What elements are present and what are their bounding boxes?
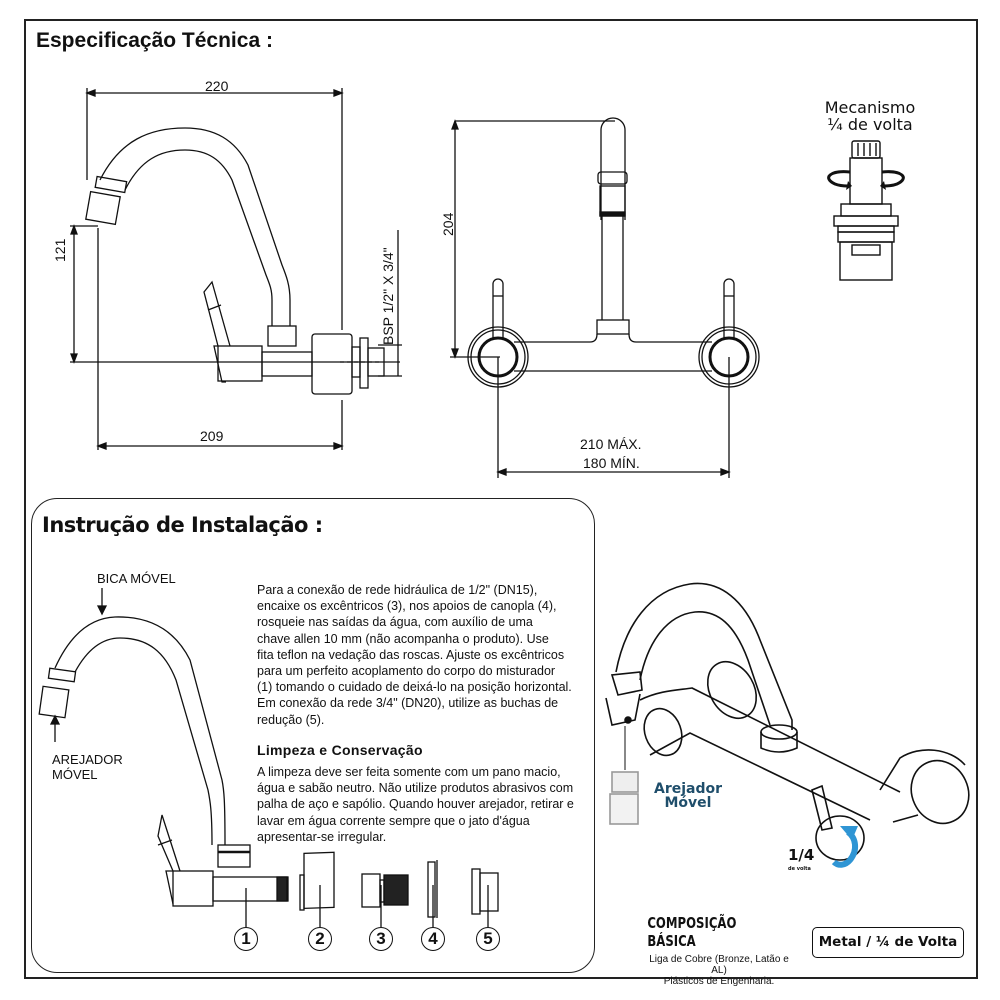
dim-180-min: 180 MÍN. — [583, 455, 640, 471]
instruction-line: Para a conexão de rede hidráulica de 1/2… — [257, 583, 538, 597]
cleaning-line: palha de aço e sapólio. Quando houver ar… — [257, 797, 574, 812]
spout-outer — [615, 582, 793, 730]
rotate-arrow-left-icon — [827, 170, 851, 188]
composition-line1: Liga de Cobre (Bronze, Latão e AL) — [649, 954, 789, 976]
spec-title: Especificação Técnica : — [36, 29, 273, 52]
installation-panel — [31, 498, 595, 973]
aerator-body — [38, 685, 70, 719]
spout-inner — [639, 611, 771, 726]
instruction-line: fita teflon na vedação das roscas. Ajust… — [257, 647, 565, 662]
handle-right — [723, 278, 735, 340]
quarter-sub-label: de volta — [788, 866, 811, 872]
rotate-arrow-right-icon — [881, 170, 905, 188]
body-bottom — [649, 732, 871, 821]
thread — [367, 347, 385, 377]
spout-outer — [54, 616, 226, 846]
product-aerator-label-line1: Arejador — [653, 781, 723, 797]
cleaning-line: apresentar-se irregular. — [257, 829, 387, 844]
quarter-turn-arrow-icon — [831, 829, 858, 868]
dim-209: 209 — [200, 428, 224, 444]
handle-left — [492, 278, 504, 340]
aerator-part-top — [611, 771, 639, 793]
instruction-line: (1) tomando o cuidado de deixá-lo na pos… — [257, 680, 572, 695]
spout-ring — [597, 171, 628, 185]
collar — [267, 325, 297, 347]
instruction-line: para um perfeito acoplamento do corpo do… — [257, 664, 556, 679]
composition-title: COMPOSIÇÃO BÁSICA — [647, 914, 737, 950]
quarter-label: 1/4 — [788, 846, 815, 864]
dim-220: 220 — [205, 78, 229, 94]
part-number-3: 3 — [369, 927, 393, 951]
product-aerator-label-line2: Móvel — [664, 795, 712, 811]
instruction-line: Em conexão da rede 3/4" (DN20), utilize … — [257, 696, 559, 711]
label-aerator-line2: MÓVEL — [52, 767, 98, 782]
aerator-body — [605, 693, 641, 726]
body-thread — [276, 876, 288, 902]
spout-inner — [74, 637, 213, 846]
part-number-1: 1 — [234, 927, 258, 951]
dim-210-max: 210 MÁX. — [580, 436, 642, 452]
top-hub — [706, 660, 758, 720]
spout-inner — [124, 149, 273, 326]
aerator-part-bottom — [609, 793, 639, 825]
spout-top — [600, 117, 626, 220]
instruction-line: chave allen 10 mm (não acompanha o produ… — [257, 631, 549, 646]
cleaning-line: água e sabão neutro. Não utilize produto… — [257, 781, 574, 796]
lever — [157, 814, 181, 872]
aerator-ring — [47, 667, 77, 683]
part-number-5: 5 — [476, 927, 500, 951]
right-handle-base — [815, 815, 865, 861]
spout-base — [596, 319, 630, 335]
instruction-line: redução (5). — [257, 712, 325, 727]
body-pipe — [212, 876, 289, 902]
arrowhead — [333, 89, 344, 97]
aerator-body — [85, 190, 121, 226]
arrowhead — [85, 89, 96, 97]
part-4-canopy — [427, 861, 436, 918]
mechanism-line1: Mecanismo — [824, 98, 916, 117]
collar — [217, 844, 251, 868]
part-number-4: 4 — [421, 927, 445, 951]
body-top — [639, 687, 901, 793]
instruction-line: rosqueie nas saídas da água, com auxílio… — [257, 615, 533, 630]
mechanism-line2: ¼ de volta — [827, 115, 913, 134]
label-aerator: AREJADOR MÓVEL — [52, 752, 123, 782]
sheet-frame — [24, 19, 978, 979]
cleaning-line: A limpeza deve ser feita somente com um … — [257, 765, 561, 779]
cartridge-body — [839, 241, 893, 281]
cleaning-line: lavar em água corrente sempre que o jato… — [257, 813, 530, 828]
composition-block: COMPOSIÇÃO BÁSICA Liga de Cobre (Bronze,… — [645, 914, 795, 987]
composition-line2: Plásticos de Engenharia. — [663, 976, 775, 987]
instruction-line: encaixe os excêntricos (3), nos apoios d… — [257, 599, 557, 614]
spout-outer — [99, 127, 291, 326]
install-title: Instrução de Instalação : — [42, 513, 323, 537]
aerator-ring — [610, 671, 643, 696]
left-inlet — [643, 707, 683, 757]
cleaning-title: Limpeza e Conservação — [257, 742, 423, 758]
product-aerator-label: Arejador Móvel — [648, 782, 728, 810]
aerator-ring — [94, 175, 128, 194]
material-badge: Metal / ¼ de Volta — [812, 927, 964, 958]
part-number-2: 2 — [308, 927, 332, 951]
cleaning-instructions: A limpeza deve ser feita somente com um … — [257, 764, 597, 845]
label-spout: BICA MÓVEL — [97, 571, 176, 586]
label-aerator-line1: AREJADOR — [52, 752, 123, 767]
mechanism-label: Mecanismo ¼ de volta — [800, 99, 940, 133]
lever — [203, 280, 231, 347]
right-handle-lever — [811, 784, 833, 831]
right-eccentric — [879, 749, 966, 791]
install-instructions: Para a conexão de rede hidráulica de 1/2… — [257, 582, 597, 728]
